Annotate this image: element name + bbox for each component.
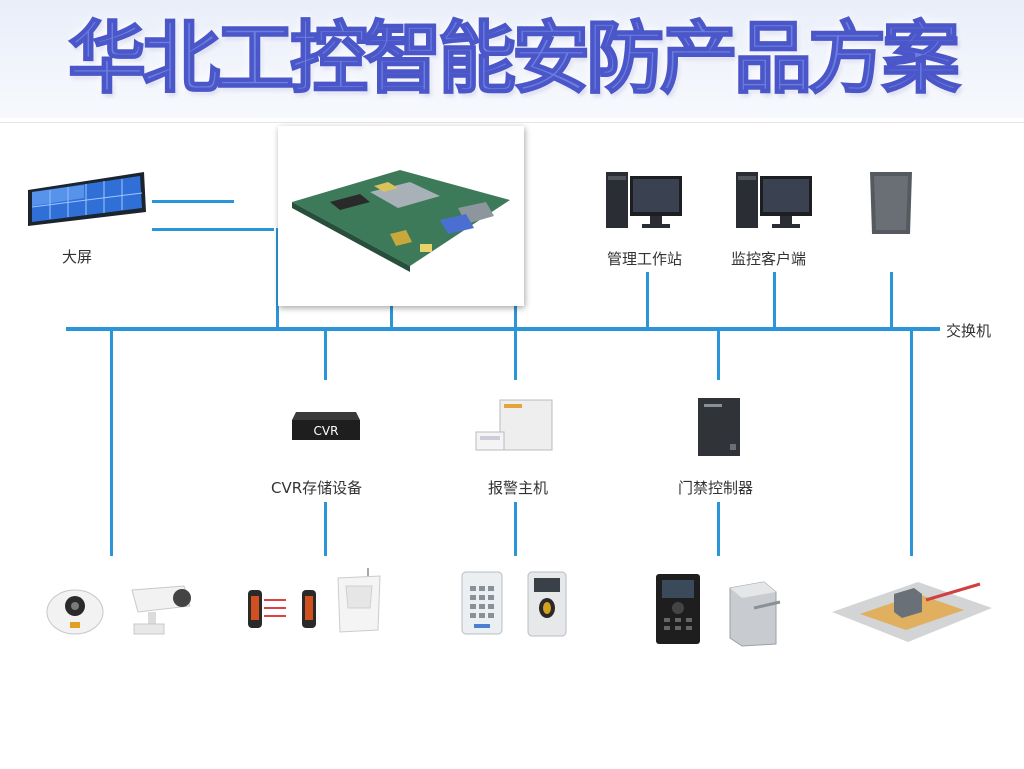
- speaker-icon: [866, 170, 916, 240]
- screen-link-top: [152, 200, 234, 203]
- sensor-drop: [324, 502, 327, 556]
- video-wall-icon: [24, 168, 150, 234]
- access-controller-icon: [696, 396, 742, 462]
- infrared-beam-icon: [246, 586, 318, 636]
- terminal-drop: [717, 502, 720, 556]
- alarm-panel-icon: [474, 398, 556, 460]
- alarm-drop: [514, 330, 517, 380]
- door-drop: [717, 330, 720, 380]
- cvr-box-text: CVR: [314, 424, 339, 438]
- screen-link-bottom: [152, 228, 274, 231]
- workstation-drop: [646, 272, 649, 328]
- cvr-device-label: CVR存储设备: [271, 479, 363, 497]
- fingerprint-reader-icon: [526, 570, 568, 642]
- board-drop-left: [276, 228, 279, 328]
- reader-drop: [514, 502, 517, 556]
- speaker-drop: [890, 272, 893, 328]
- switch-label: 交换机: [946, 322, 992, 340]
- embedded-board-icon: [290, 162, 512, 276]
- client-drop: [773, 272, 776, 328]
- parking-gate-icon: [830, 572, 994, 650]
- monitor-client-label: 监控客户端: [731, 250, 807, 268]
- cvr-drop: [324, 330, 327, 380]
- embedded-board-card: [278, 126, 524, 306]
- cvr-recorder-icon: CVR: [290, 410, 362, 446]
- pir-sensor-icon: [334, 566, 384, 640]
- door-controller-label: 门禁控制器: [678, 479, 754, 497]
- alarm-host-label: 报警主机: [488, 479, 549, 497]
- dome-camera-icon: [44, 582, 106, 642]
- pc-client-icon: [734, 170, 816, 236]
- parking-drop: [910, 330, 913, 556]
- switch-bus-line: [66, 327, 940, 331]
- board-drop-right: [514, 296, 517, 328]
- fingerprint-terminal-icon: [654, 572, 702, 650]
- bullet-camera-icon: [124, 580, 196, 642]
- workstation-label: 管理工作站: [607, 250, 683, 268]
- title-banner: 华北工控智能安防产品方案: [0, 0, 1024, 118]
- pc-workstation-icon: [604, 170, 686, 236]
- big-screen-label: 大屏: [62, 248, 93, 266]
- camera-drop: [110, 330, 113, 556]
- board-drop-mid: [390, 296, 393, 328]
- keypad-reader-icon: [460, 570, 504, 640]
- page-title: 华北工控智能安防产品方案: [67, 13, 961, 105]
- turnstile-icon: [724, 578, 782, 652]
